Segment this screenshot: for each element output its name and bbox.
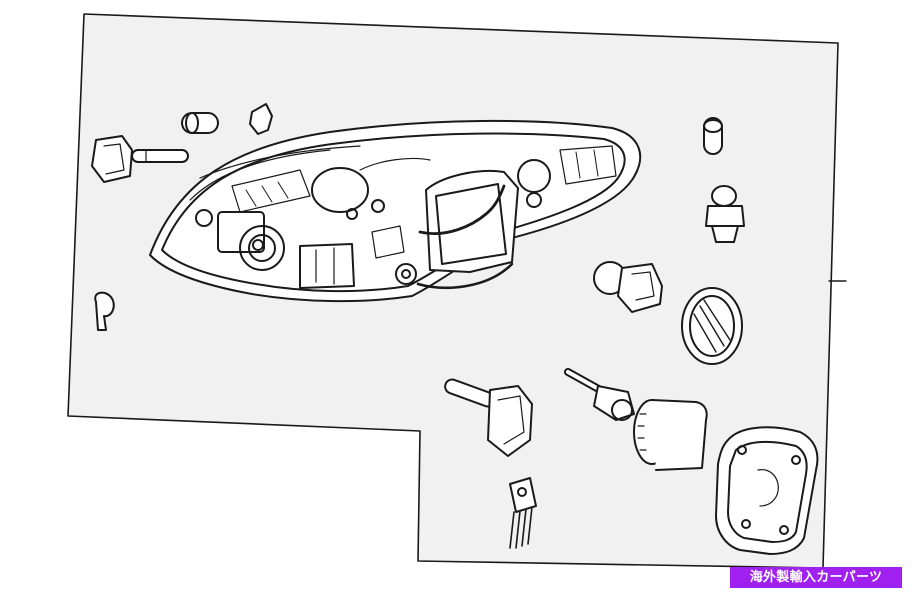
rear-cover [715,426,819,555]
retaining-clip-left [94,291,115,331]
bulb-socket-left [91,135,189,183]
headlamp-assembly [149,119,642,303]
socket-cap [633,399,708,471]
dust-cap-round [681,287,743,365]
capsule-bulb [181,112,219,134]
retaining-clip-top [249,103,273,135]
wedge-bulb-socket [705,185,745,243]
hid-bulb [564,368,635,421]
watermark-badge: 海外製輸入カーパーツ [730,567,902,588]
headlight-bulb-large [444,378,533,457]
wiring-connector [509,477,537,549]
side-marker-bulb [703,117,723,155]
turn-signal-bulb [593,261,663,313]
